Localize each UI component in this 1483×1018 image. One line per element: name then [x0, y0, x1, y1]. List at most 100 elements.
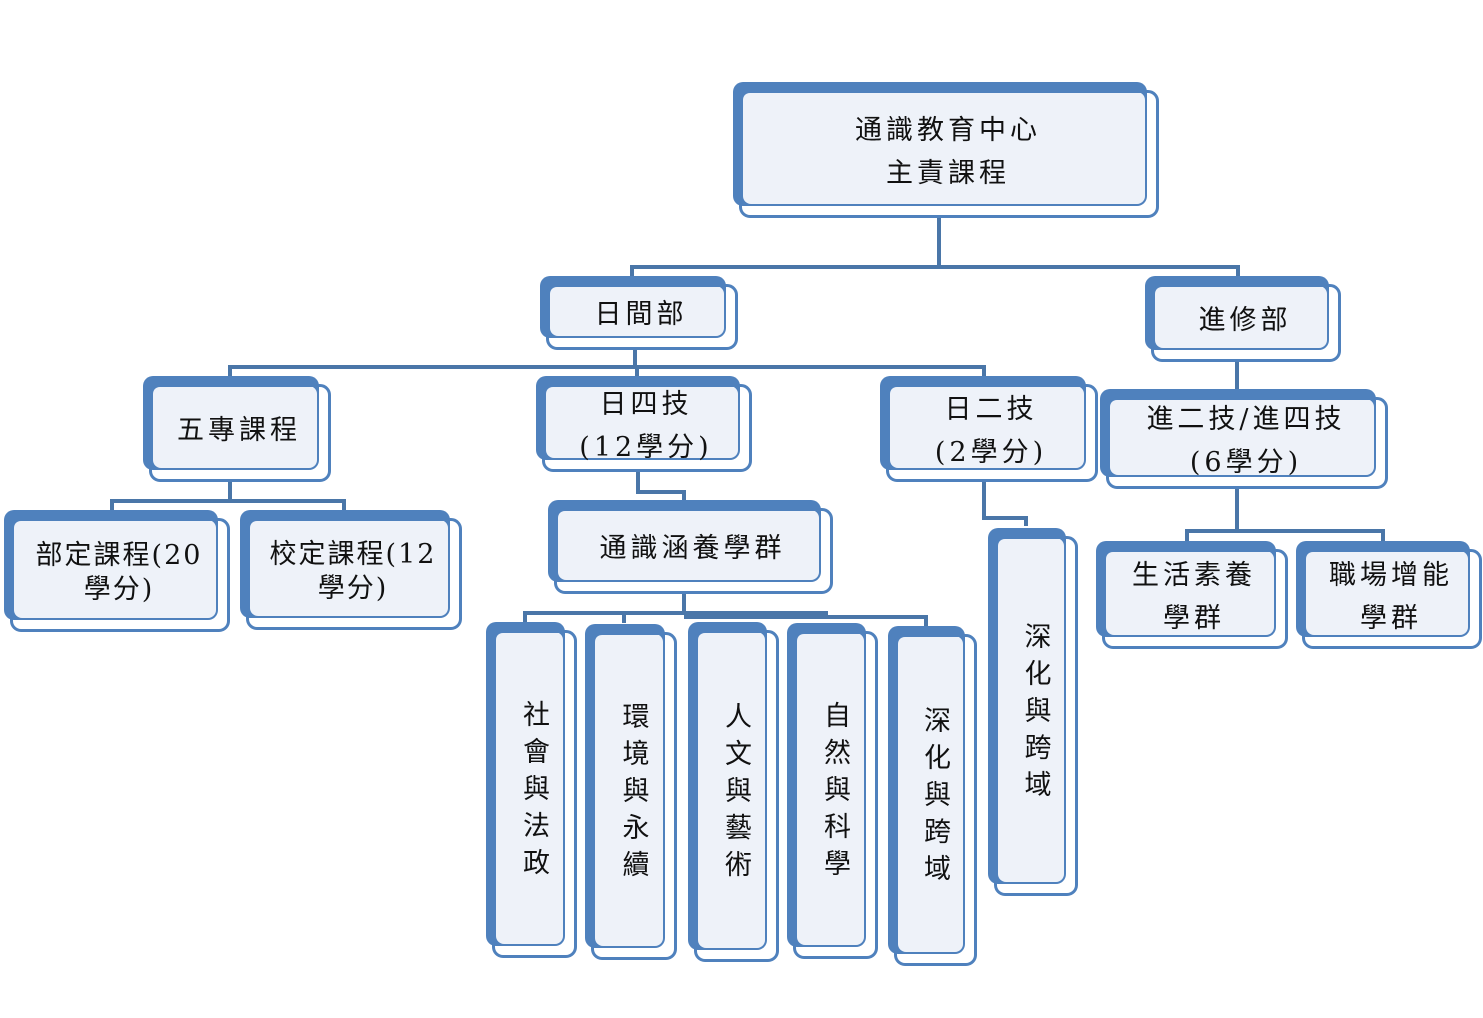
- node-outline: [886, 384, 1098, 482]
- node-fill: [496, 632, 563, 944]
- node-label: 社會與法政: [518, 699, 549, 885]
- node-label: 自然與科學: [819, 700, 850, 886]
- node-fill: [743, 92, 1145, 204]
- node-fill: [1106, 551, 1274, 635]
- node-outline: [994, 536, 1078, 896]
- node-label: 職場增能 學群: [1329, 559, 1453, 634]
- connector-day-2yr-elbow: [982, 516, 1028, 520]
- connector-group-bar-b: [684, 615, 928, 619]
- node-label: 深化與跨域: [919, 705, 950, 891]
- node-fill: [898, 636, 963, 952]
- node-label: 通識涵養學群: [599, 533, 786, 565]
- node-day-2yr: 日二技 (2學分): [880, 376, 1098, 482]
- connector-eve-down: [1235, 486, 1239, 532]
- connector-to-school: [342, 499, 346, 511]
- connector-group-bar-a: [523, 611, 828, 615]
- node-career-boost: 職場增能 學群: [1296, 541, 1482, 649]
- node-fill: [998, 538, 1064, 882]
- node-outline: [149, 384, 331, 482]
- node-outline: [739, 90, 1159, 218]
- node-day: 日間部: [540, 276, 738, 350]
- connector-day-4yr-to-group: [682, 490, 686, 502]
- connector-to-day: [630, 265, 634, 279]
- node-label: 日間部: [594, 299, 688, 331]
- node-deep-cross-2yr: 深化與跨域: [988, 528, 1078, 896]
- connector-day-4yr-down: [636, 470, 640, 494]
- node-life-literacy: 生活素養 學群: [1096, 541, 1288, 649]
- node-fill: [698, 632, 765, 948]
- connector-evening-down: [1235, 360, 1239, 390]
- node-five-year: 五專課程: [143, 376, 331, 482]
- node-fill: [1155, 286, 1327, 348]
- node-outline: [894, 634, 977, 966]
- connector-day-2yr-down: [982, 480, 986, 520]
- node-label: 環境與永續: [617, 701, 649, 887]
- node-root: 通識教育中心 主責課程: [733, 82, 1159, 218]
- connector-to-ministry: [110, 499, 114, 511]
- node-label: 五專課程: [177, 415, 301, 447]
- node-school: 校定課程(12 學分): [240, 510, 462, 630]
- node-fill: [14, 520, 216, 618]
- node-label: 深化與跨域: [1019, 621, 1051, 807]
- connector-level1-bar: [630, 265, 1240, 269]
- node-label: 進二技/進四技 (6學分): [1146, 403, 1346, 478]
- connector-eve-bar: [1185, 529, 1385, 533]
- node-outline: [1151, 284, 1341, 362]
- node-fill: [1306, 551, 1468, 635]
- node-label: 生活素養 學群: [1132, 559, 1256, 634]
- node-humanities-arts: 人文與藝術: [688, 622, 779, 962]
- node-fill: [595, 634, 663, 946]
- connector-to-env-sustain: [622, 611, 626, 623]
- node-outline: [694, 630, 779, 962]
- node-outline: [1302, 549, 1482, 649]
- node-outline: [10, 518, 230, 632]
- node-evening: 進修部: [1145, 276, 1341, 362]
- node-env-sustain: 環境與永續: [585, 624, 677, 960]
- node-society-law: 社會與法政: [486, 622, 577, 958]
- node-outline: [1106, 397, 1388, 489]
- node-ministry: 部定課程(20 學分): [4, 510, 230, 632]
- node-nature-science: 自然與科學: [787, 623, 878, 959]
- node-label: 日四技 (12學分): [579, 388, 713, 463]
- node-outline: [542, 384, 752, 472]
- connector-to-day-4yr: [635, 365, 639, 377]
- node-eve-2-4yr: 進二技/進四技 (6學分): [1100, 389, 1388, 489]
- node-outline: [246, 518, 462, 630]
- node-fill: [890, 386, 1084, 468]
- connector-group-down: [682, 592, 686, 614]
- connector-to-life-literacy: [1185, 529, 1189, 541]
- node-label: 校定課程(12 學分): [269, 539, 437, 604]
- connector-day-2yr-to-leaf: [1024, 516, 1028, 526]
- connector-to-five-year: [228, 365, 232, 377]
- node-day-4yr: 日四技 (12學分): [536, 376, 752, 472]
- node-fill: [1110, 399, 1374, 475]
- connector-to-career-boost: [1381, 529, 1385, 541]
- node-deep-cross-4yr: 深化與跨域: [888, 626, 977, 966]
- connector-day-down: [633, 348, 637, 368]
- node-fill: [797, 633, 864, 945]
- node-fill: [250, 520, 448, 616]
- connector-day-4yr-elbow: [636, 490, 686, 494]
- node-gen-ed-group: 通識涵養學群: [548, 500, 833, 594]
- connector-level2-bar: [228, 365, 986, 369]
- node-outline: [546, 284, 738, 350]
- connector-to-evening: [1236, 265, 1240, 279]
- node-label: 人文與藝術: [720, 701, 751, 887]
- node-fill: [550, 286, 724, 336]
- node-outline: [492, 630, 577, 958]
- connector-to-deep-cross-4yr: [924, 615, 928, 627]
- node-fill: [546, 386, 738, 458]
- connector-five-year-bar: [110, 499, 346, 503]
- node-label: 通識教育中心 主責課程: [855, 114, 1041, 189]
- node-outline: [554, 508, 833, 594]
- node-outline: [1102, 549, 1288, 649]
- connector-five-year-down: [228, 480, 232, 502]
- node-fill: [558, 510, 819, 580]
- node-outline: [793, 631, 878, 959]
- node-label: 部定課程(20 學分): [35, 540, 203, 605]
- node-label: 進修部: [1198, 305, 1292, 337]
- node-label: 日二技 (2學分): [934, 393, 1048, 468]
- connector-to-day-2yr: [982, 365, 986, 377]
- node-fill: [153, 386, 317, 468]
